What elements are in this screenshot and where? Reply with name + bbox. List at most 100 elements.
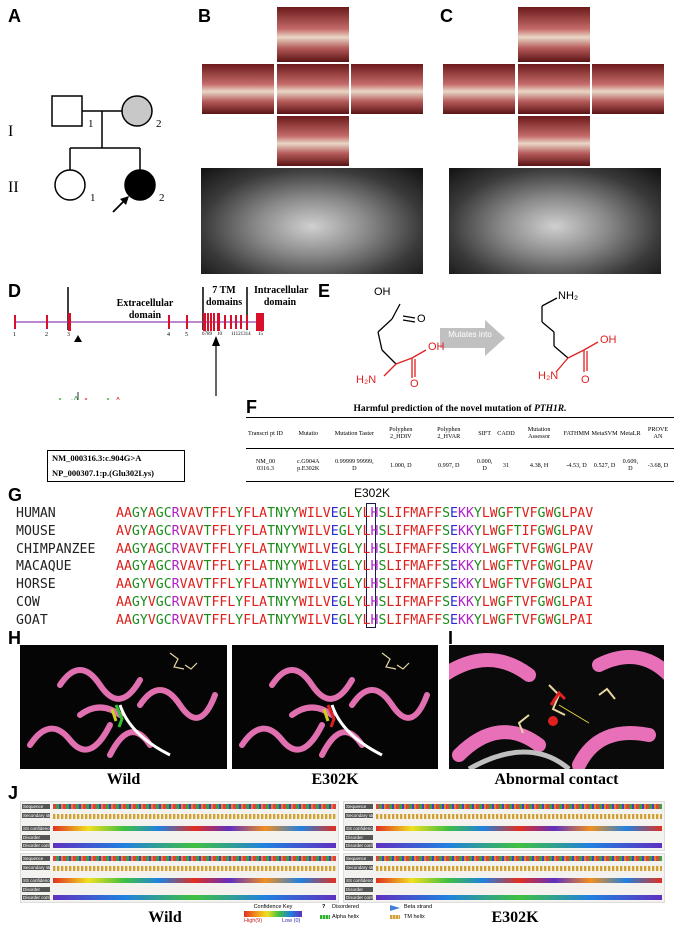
alignment-sequence: AAGYAGCRVAVTFFLYFLATNYYWILVEGLYLHSLIFMAF… xyxy=(116,541,594,557)
table-header: Polyphen 2_HVAR xyxy=(424,417,474,449)
track-label: Secondary structure xyxy=(345,865,373,870)
intraoral-photo-right xyxy=(201,63,275,115)
mutation-highlight-box xyxy=(366,503,376,628)
prediction-table: Transcri pt ID Mutatio Mutation Taster P… xyxy=(246,417,674,482)
mutation-position-label: E302K xyxy=(354,486,391,500)
alignment-sequence: AAGYVGCRVAVTFFLYFLATNYYWILVEGLYLHSLIFMAF… xyxy=(116,612,594,628)
track-label: SS confidence xyxy=(22,826,50,831)
alignment-sequence: AAGYVGCRVAVTFFLYFLATNYYWILVEGLYLHSLIFMAF… xyxy=(116,595,594,610)
pedigree-number: 1 xyxy=(88,118,94,130)
panel-label-f: F xyxy=(246,397,257,417)
panoramic-xray-after xyxy=(449,168,661,274)
table-cell: 0.997, D xyxy=(424,448,474,482)
secondary-structure-track xyxy=(53,866,336,871)
caption-h-wild: Wild xyxy=(106,771,141,788)
table-cell: 0.527, D xyxy=(590,448,619,482)
panel-label-d: D xyxy=(8,281,21,301)
legend-beta-strand: Beta strand xyxy=(404,904,433,910)
track-label: Disorder xyxy=(22,887,50,892)
exon-number: 1 xyxy=(13,332,16,338)
protein-model-wild xyxy=(20,645,227,769)
table-header: Transcri pt ID xyxy=(246,417,285,449)
panel-label-i: I xyxy=(448,628,454,648)
protein-contact-view xyxy=(449,645,664,769)
table-cell: 31 xyxy=(496,448,516,482)
table-title: Harmful prediction of the novel mutation… xyxy=(353,404,567,414)
exon-blocks xyxy=(14,313,264,331)
table-cell: NM_00 0316.3 xyxy=(246,448,285,482)
legend-tm-helix: TM helix xyxy=(404,914,425,920)
legend-confidence-gradient xyxy=(244,911,302,917)
mutation-arrow-icon xyxy=(440,320,505,356)
track-label: Disorder confidence xyxy=(345,843,373,848)
tm-helix-icon xyxy=(390,915,400,919)
species-label: GOAT xyxy=(16,612,48,628)
domain-label-intracellular: Intracellular domain xyxy=(254,285,309,308)
sanger-chromatogram xyxy=(58,396,120,400)
pedigree-female-II-1 xyxy=(54,169,86,201)
pedigree-number: 2 xyxy=(156,118,162,130)
psipred-legend: Confidence Key High(9) Low (0) ? Disorde… xyxy=(244,904,464,930)
protein-model-mutant xyxy=(232,645,438,769)
caption-j-mutant: E302K xyxy=(491,909,539,926)
pedigree-male-I-1 xyxy=(51,95,83,127)
table-cell: 4.38, H xyxy=(515,448,563,482)
track-label: SS confidence xyxy=(22,878,50,883)
table-row: NM_00 0316.3 c.G904A p.E302K 0.99999 999… xyxy=(246,448,674,482)
caption-h-mutant: E302K xyxy=(311,771,359,788)
track-label: Secondary structure xyxy=(345,813,373,818)
alignment-row: GOAT AAGYVGCRVAVTFFLYFLATNYYWILVEGLYLHSLI… xyxy=(16,611,593,630)
table-cell: -3.68, D xyxy=(642,448,674,482)
variant-protein: NP_000307.1:p.(Glu302Lys) xyxy=(52,468,155,478)
generation-label-1: I xyxy=(8,123,14,140)
exon-number: 6789 xyxy=(202,332,212,337)
atom-o-carboxyl: O xyxy=(417,313,426,325)
generation-label-2: II xyxy=(8,179,19,196)
track-label: Sequence xyxy=(22,856,50,861)
track-label: Sequence xyxy=(22,804,50,809)
table-cell: 0.609, D xyxy=(618,448,643,482)
disorder-confidence-track xyxy=(376,843,662,848)
atom-h2n: H₂N xyxy=(538,370,559,382)
track-label: Disorder confidence xyxy=(22,843,50,848)
atom-oh-top: OH xyxy=(374,286,391,298)
track-label: Disorder xyxy=(22,835,50,840)
exon-number: 11121314 xyxy=(231,332,251,337)
exon-number: 4 xyxy=(167,332,170,338)
table-header: MetaSVM xyxy=(590,417,619,449)
intraoral-photo-front xyxy=(276,63,350,115)
pedigree-number: 2 xyxy=(159,192,165,204)
confidence-track xyxy=(376,826,662,831)
occlusal-photo-lower xyxy=(276,115,350,167)
domain-label-extracellular: Extracellular domain xyxy=(116,298,174,321)
panel-label-a: A xyxy=(8,6,21,26)
legend-confidence-key: Confidence Key xyxy=(253,904,293,910)
alignment-sequence: AVGYAGCRVAVTFFLYFLATNYYWILVEGLYLHSLIFMAF… xyxy=(116,523,594,539)
species-label: HUMAN xyxy=(16,506,56,521)
wild-residue-highlight xyxy=(114,704,124,728)
atom-oh-acid: OH xyxy=(600,334,617,346)
legend-high: High(9) xyxy=(244,918,263,924)
table-header: Polyphen 2_HDIV xyxy=(377,417,425,449)
variant-annotation-box: NM_000316.3:c.904G>A NP_000307.1:p.(Glu3… xyxy=(47,450,185,482)
disorder-confidence-track xyxy=(53,843,336,848)
exon-number: 15 xyxy=(258,332,263,337)
sequence-track xyxy=(376,856,662,861)
sequence-track xyxy=(53,856,336,861)
table-header: FATHMM xyxy=(562,417,591,449)
species-label: MACAQUE xyxy=(16,559,72,575)
pedigree-proband-II-2 xyxy=(124,169,156,201)
confidence-track xyxy=(53,826,336,831)
legend-low: Low (0) xyxy=(282,918,301,924)
occlusal-photo-upper xyxy=(517,6,591,63)
disorder-confidence-track xyxy=(376,895,662,900)
track-label: Disorder confidence xyxy=(345,895,373,900)
atom-oh-acid: OH xyxy=(428,341,445,353)
